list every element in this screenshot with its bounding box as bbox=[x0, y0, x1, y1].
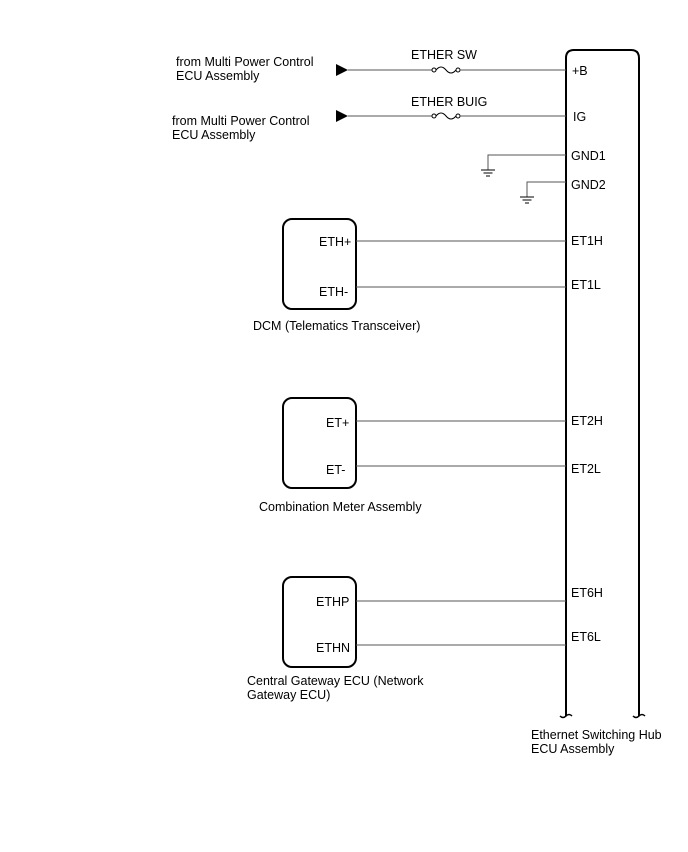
hub-name-line1: Ethernet Switching Hub bbox=[531, 728, 662, 742]
combination-meter-name: Combination Meter Assembly bbox=[259, 500, 422, 514]
hub-pin-ig: IG bbox=[573, 110, 586, 124]
central-gateway-name-line2: Gateway ECU) bbox=[247, 688, 330, 702]
hub-name-line2: ECU Assembly bbox=[531, 742, 615, 756]
meter-pin-et-minus: ET- bbox=[326, 463, 345, 477]
central-gateway-box bbox=[282, 576, 357, 668]
arrow-icon bbox=[336, 64, 348, 76]
hub-break-left bbox=[559, 713, 573, 719]
dcm-pin-eth-plus: ETH+ bbox=[319, 235, 351, 249]
fuse-icon bbox=[435, 66, 457, 74]
gateway-pin-ethp: ETHP bbox=[316, 595, 349, 609]
fuse-terminal-icon bbox=[431, 113, 437, 119]
fuse-terminal-icon bbox=[431, 67, 437, 73]
ground-icon bbox=[481, 169, 495, 177]
ground-icon bbox=[520, 196, 534, 204]
fuse-ether-buig-label: ETHER BUIG bbox=[411, 95, 487, 109]
central-gateway-name-line1: Central Gateway ECU (Network bbox=[247, 674, 424, 688]
hub-pin-b: +B bbox=[572, 64, 588, 78]
meter-pin-et-plus: ET+ bbox=[326, 416, 349, 430]
power-source-1-line2: ECU Assembly bbox=[176, 69, 260, 83]
fuse-terminal-icon bbox=[455, 113, 461, 119]
dcm-pin-eth-minus: ETH- bbox=[319, 285, 348, 299]
hub-pin-et6h: ET6H bbox=[571, 586, 603, 600]
arrow-icon bbox=[336, 110, 348, 122]
hub-pin-et6l: ET6L bbox=[571, 630, 601, 644]
hub-pin-gnd2: GND2 bbox=[571, 178, 606, 192]
wire-gnd1 bbox=[487, 154, 566, 170]
hub-pin-et1h: ET1H bbox=[571, 234, 603, 248]
power-source-2-line2: ECU Assembly bbox=[172, 128, 256, 142]
fuse-terminal-icon bbox=[455, 67, 461, 73]
gateway-pin-ethn: ETHN bbox=[316, 641, 350, 655]
hub-pin-et2l: ET2L bbox=[571, 462, 601, 476]
combination-meter-box bbox=[282, 397, 357, 489]
hub-pin-gnd1: GND1 bbox=[571, 149, 606, 163]
hub-outline bbox=[565, 49, 640, 716]
hub-pin-et2h: ET2H bbox=[571, 414, 603, 428]
fuse-ether-sw-label: ETHER SW bbox=[411, 48, 477, 62]
hub-break-right bbox=[632, 713, 646, 719]
dcm-name: DCM (Telematics Transceiver) bbox=[253, 319, 420, 333]
wire-gnd2 bbox=[526, 181, 566, 197]
power-source-1-line1: from Multi Power Control bbox=[176, 55, 314, 69]
hub-pin-et1l: ET1L bbox=[571, 278, 601, 292]
fuse-icon bbox=[435, 112, 457, 120]
dcm-box bbox=[282, 218, 357, 310]
power-source-2-line1: from Multi Power Control bbox=[172, 114, 310, 128]
